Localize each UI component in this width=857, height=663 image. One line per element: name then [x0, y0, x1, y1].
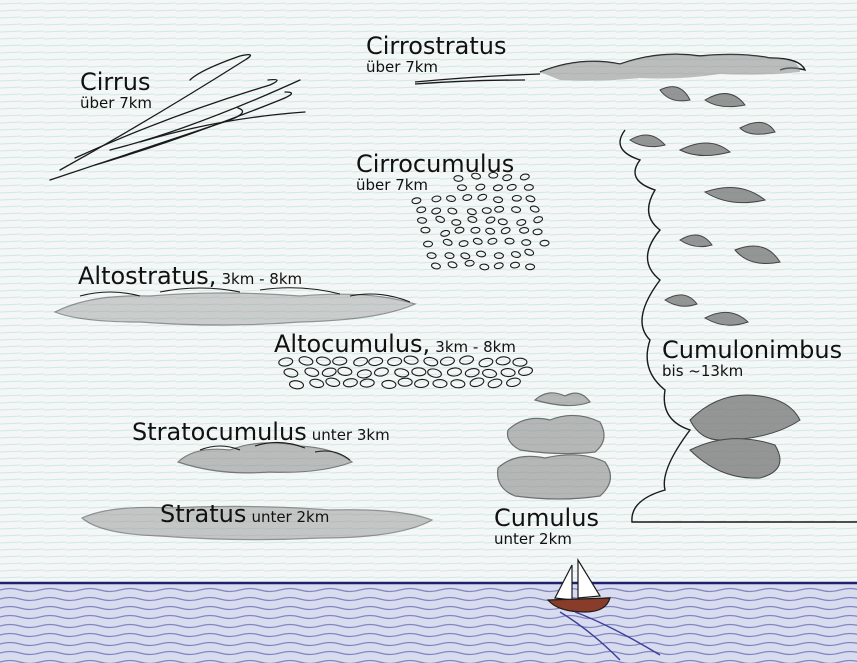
altostratus-altitude: 3km - 8km [222, 270, 303, 288]
cirrocumulus-name: Cirrocumulus [356, 152, 514, 176]
cumulus-name: Cumulus [494, 506, 599, 530]
altocumulus-name: Altocumulus, [274, 330, 430, 358]
cirrocumulus-altitude: über 7km [356, 178, 428, 193]
cumulonimbus-name: Cumulonimbus [662, 338, 842, 362]
cumulonimbus-altitude: bis ~13km [662, 364, 743, 379]
cirrostratus-name: Cirrostratus [366, 34, 507, 58]
stratocumulus-label: Stratocumulus unter 3km [132, 420, 390, 444]
cumulus-altitude: unter 2km [494, 532, 572, 547]
cirrostratus-altitude: über 7km [366, 60, 438, 75]
altocumulus-label: Altocumulus, 3km - 8km [274, 332, 516, 356]
altostratus-label: Altostratus, 3km - 8km [78, 264, 302, 288]
stratus-name: Stratus [160, 500, 246, 528]
altocumulus-altitude: 3km - 8km [435, 338, 516, 356]
stratocumulus-altitude: unter 3km [312, 426, 390, 444]
cirrus-altitude: über 7km [80, 96, 152, 111]
cirrus-name: Cirrus [80, 70, 150, 94]
altostratus-name: Altostratus, [78, 262, 216, 290]
stratus-label: Stratus unter 2km [160, 502, 329, 526]
stratocumulus-name: Stratocumulus [132, 418, 307, 446]
stratus-altitude: unter 2km [251, 508, 329, 526]
